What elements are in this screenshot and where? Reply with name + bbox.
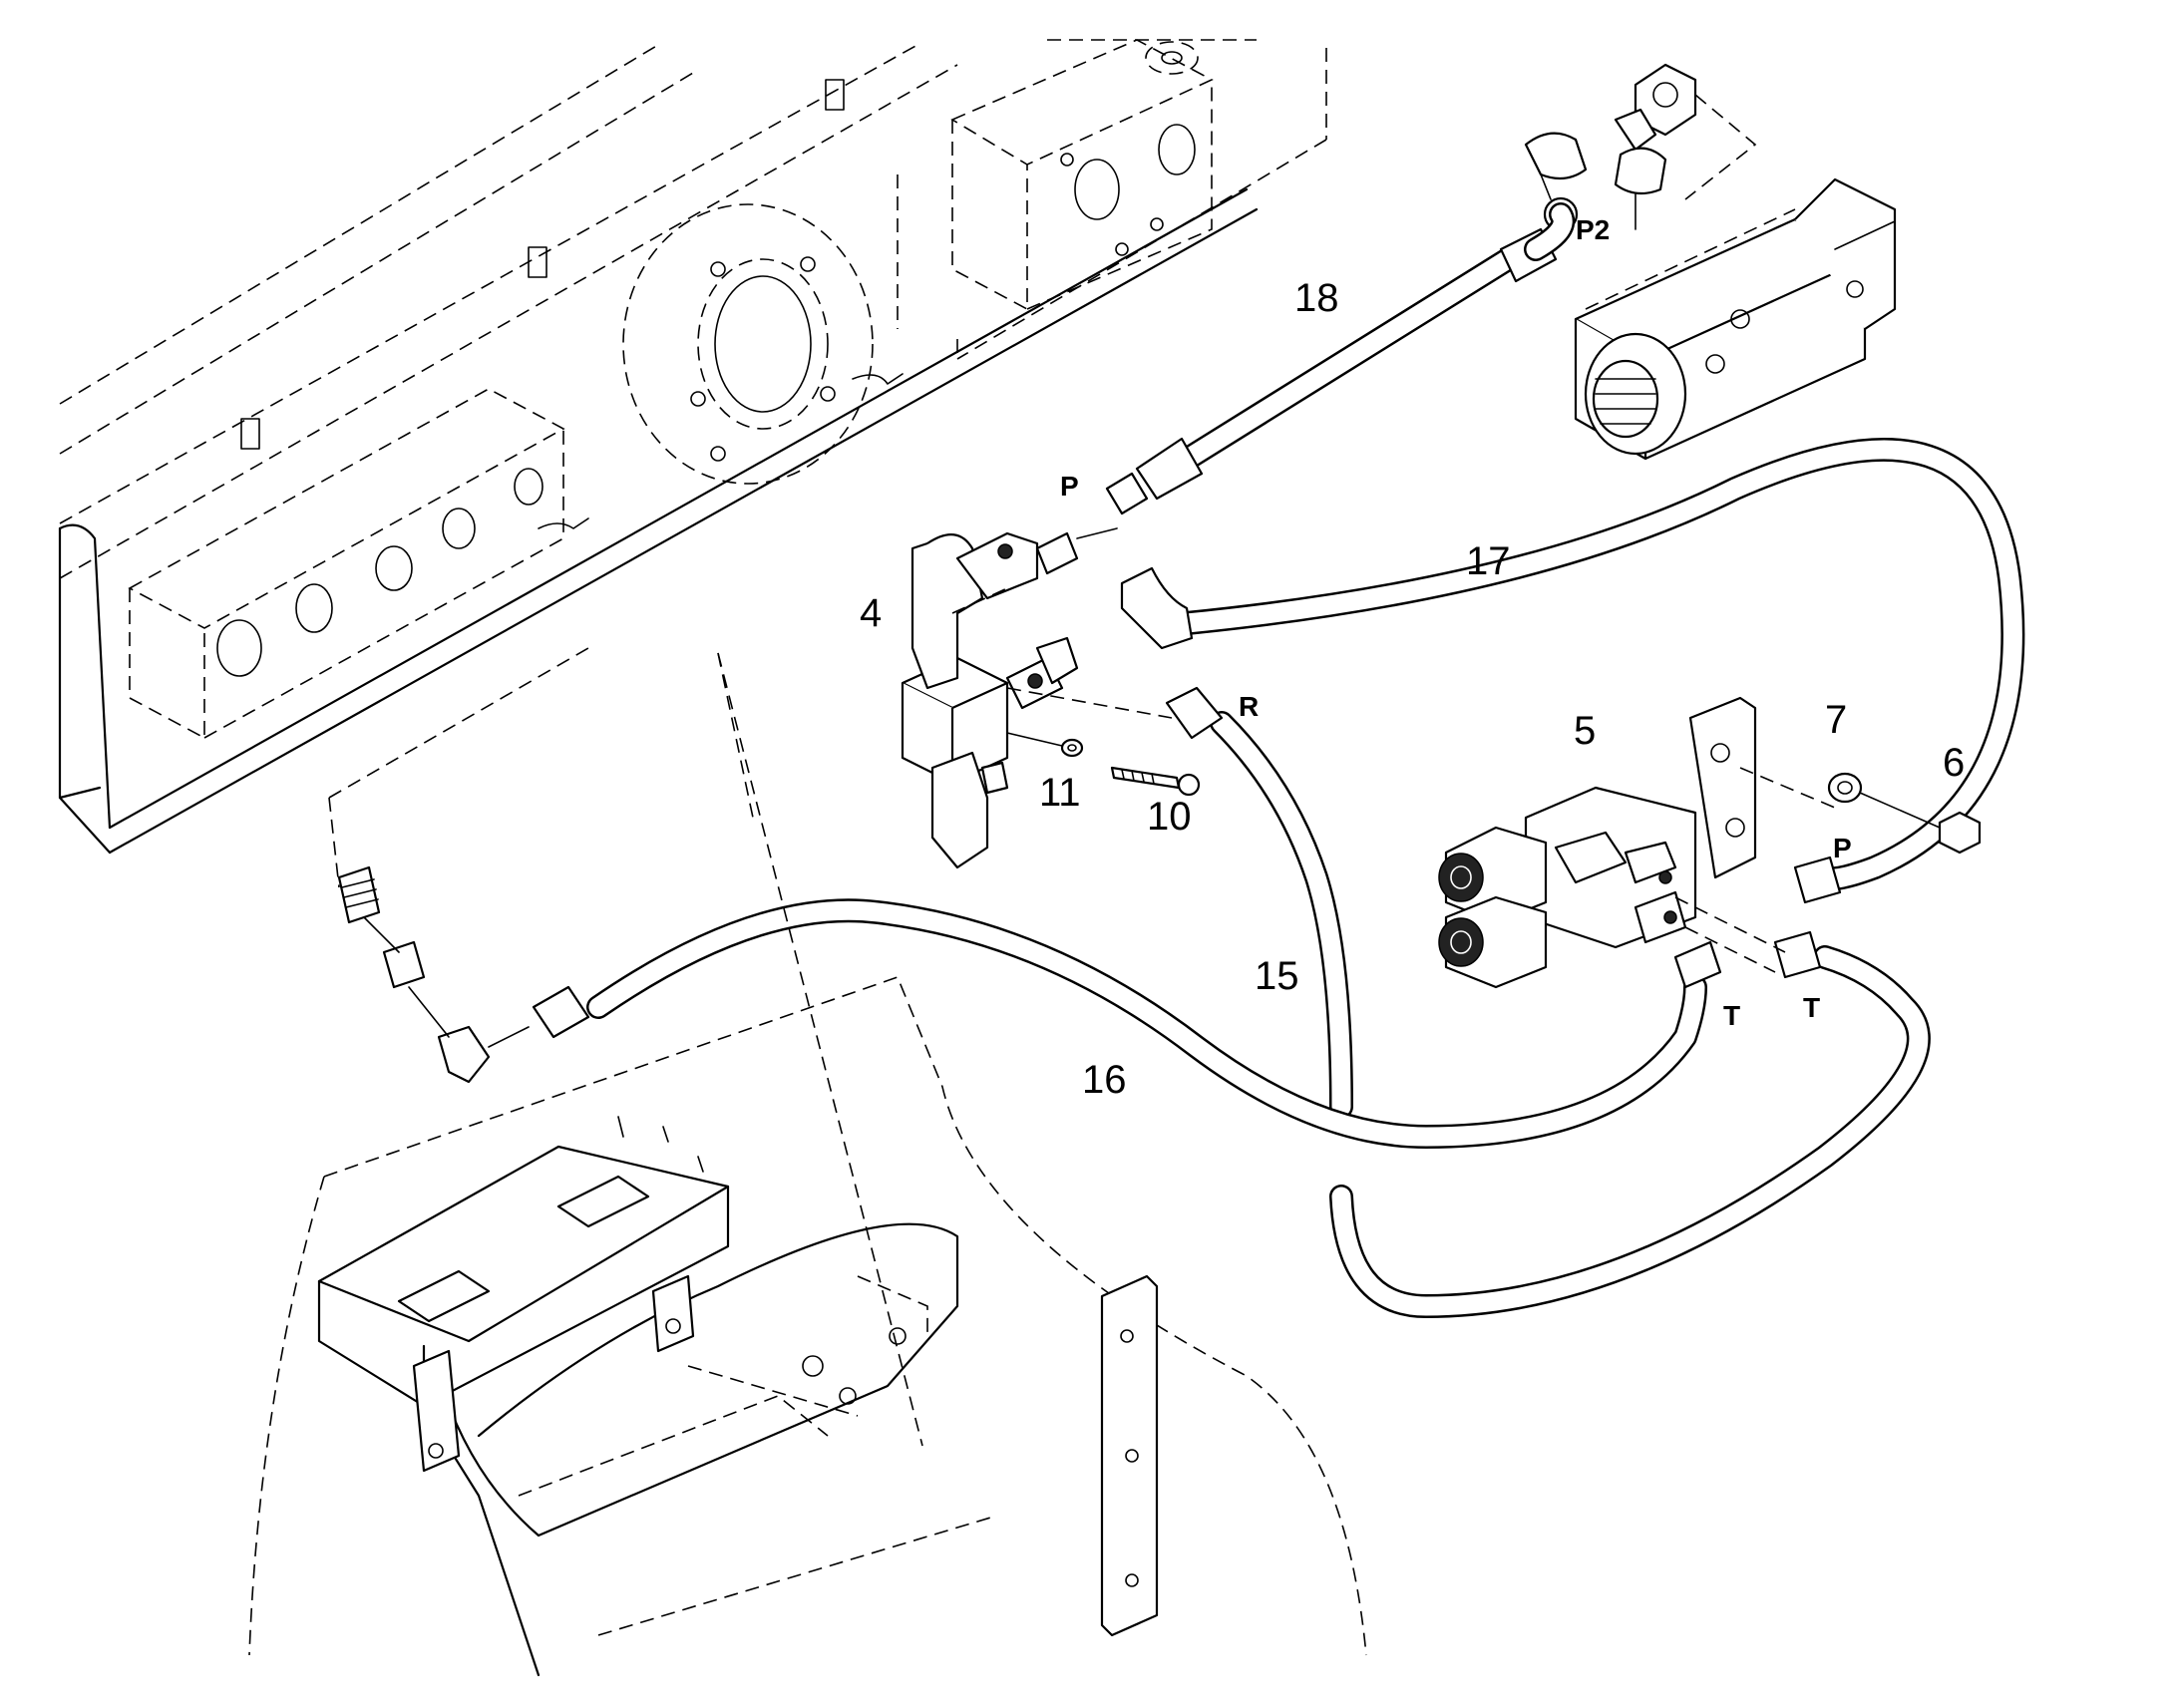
callout-6: 6 (1943, 741, 1965, 785)
left-manifold-block (128, 388, 589, 740)
frame-rail (58, 187, 1259, 854)
callout-18: 18 (1294, 276, 1339, 320)
callout-11: 11 (1039, 771, 1081, 815)
callout-5: 5 (1574, 709, 1596, 753)
hose-15 (1165, 686, 1931, 1318)
valve-assembly-4 (901, 527, 1173, 869)
plug-6 (1859, 792, 1982, 854)
chassis-frame-ghost (59, 39, 1327, 579)
callout-7: 7 (1825, 698, 1847, 742)
port-label-r: R (1239, 691, 1259, 722)
port-label-p-valve: P (1060, 471, 1079, 502)
callout-16: 16 (1082, 1058, 1127, 1102)
washer-11 (1060, 738, 1084, 758)
callout-4: 4 (860, 591, 882, 635)
left-adapters (328, 647, 589, 1084)
callout-17: 17 (1466, 539, 1511, 583)
callout-10: 10 (1147, 795, 1192, 839)
port-label-t1: T (1723, 1000, 1740, 1031)
hydraulic-pump (1574, 177, 1897, 461)
vertical-bracket-bar (1100, 1274, 1159, 1637)
valve-block-5 (1438, 696, 1836, 989)
callout-15: 15 (1255, 954, 1299, 998)
hose-17 (1120, 438, 2025, 904)
bearing-flange-ghost (622, 203, 904, 485)
hose-18 (1105, 202, 1576, 515)
hose-16 (532, 898, 1722, 1149)
port-label-t2: T (1803, 992, 1820, 1023)
upper-block-ghost (950, 39, 1214, 311)
lower-mount-plates (317, 1116, 959, 1677)
bolt-10 (1110, 766, 1201, 797)
port-label-p-block: P (1833, 833, 1852, 863)
seal-7 (1827, 772, 1863, 804)
port-label-p2: P2 (1576, 214, 1610, 245)
lower-frame-ghost (248, 652, 1367, 1656)
